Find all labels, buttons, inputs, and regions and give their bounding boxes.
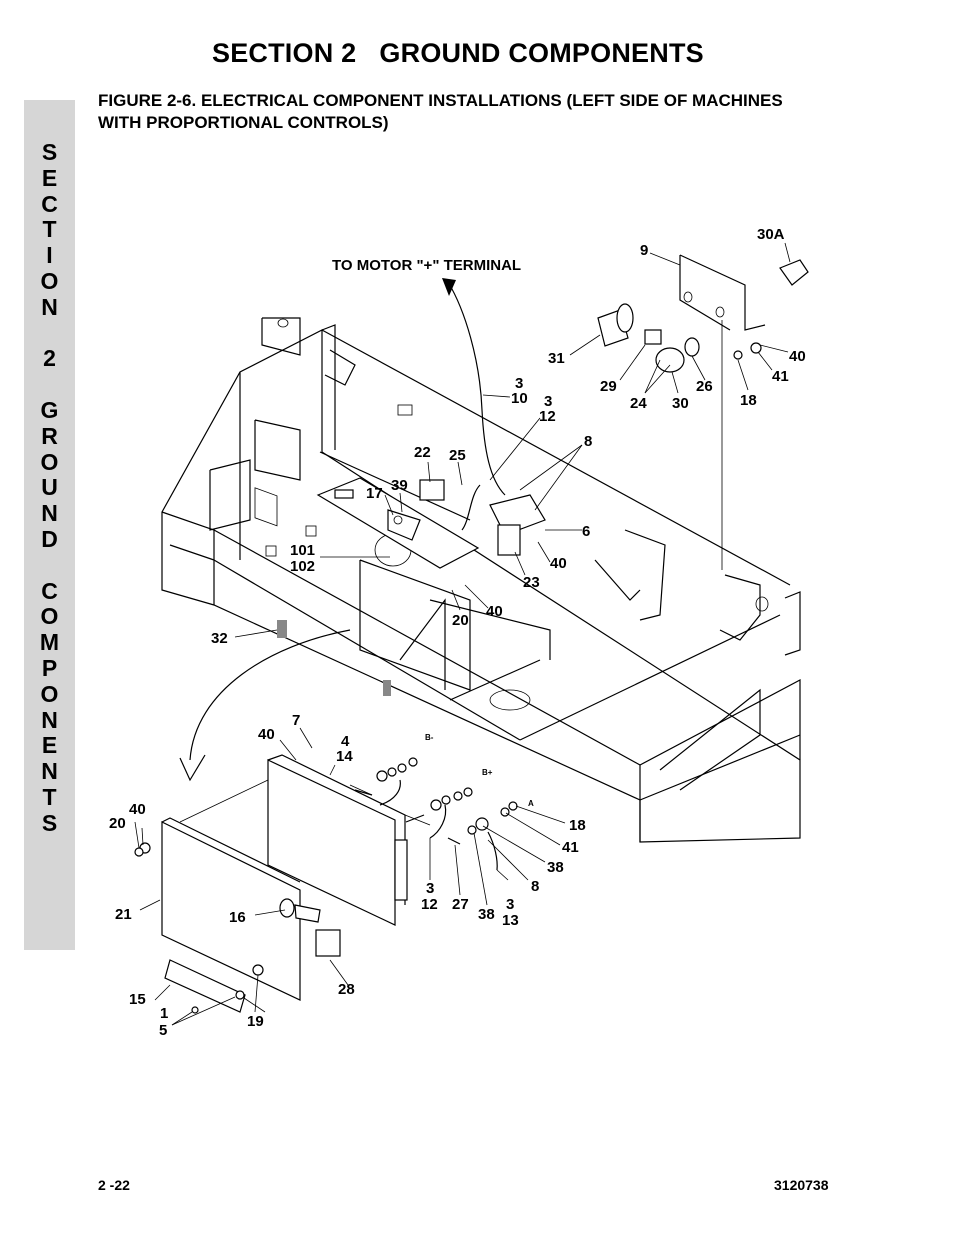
side-tab-letter: E	[41, 164, 58, 191]
callout: 40	[129, 801, 146, 818]
callout: 17	[366, 485, 383, 502]
callout: 16	[229, 909, 246, 926]
callout: 31	[548, 350, 565, 367]
callout: 3	[544, 393, 552, 410]
callout: 24	[630, 395, 647, 412]
callout: 18	[740, 392, 757, 409]
relay-mounting-plate	[316, 477, 546, 569]
side-tab-letter: I	[46, 242, 53, 269]
callout: 13	[502, 912, 519, 929]
callout: 40	[258, 726, 275, 743]
callout: 40	[486, 603, 503, 620]
callout: 29	[600, 378, 617, 395]
side-tab-letter: P	[41, 654, 58, 681]
callout: 14	[336, 748, 353, 765]
callout: 27	[452, 896, 469, 913]
side-tab-letter: O	[40, 448, 59, 475]
callout: 20	[109, 815, 126, 832]
terminal-label: A	[528, 799, 534, 808]
callout: 8	[531, 878, 539, 895]
callout: 6	[582, 523, 590, 540]
switch-bracket	[597, 254, 809, 373]
callout: 101	[290, 542, 315, 559]
terminal-label: B+	[482, 768, 493, 777]
document-number: 3120738	[774, 1177, 829, 1193]
callout: 21	[115, 906, 132, 923]
figure-title: FIGURE 2-6. ELECTRICAL COMPONENT INSTALL…	[98, 91, 783, 132]
terminal-label: B-	[425, 733, 434, 742]
callout: 3	[426, 880, 434, 897]
section-title: SECTION 2 GROUND COMPONENTS	[212, 38, 704, 68]
callout: 15	[129, 991, 146, 1008]
callout: 28	[338, 981, 355, 998]
side-tab-letter: N	[41, 293, 58, 320]
side-tab-letter: M	[39, 629, 60, 656]
callout: 41	[562, 839, 579, 856]
chassis-frame	[161, 317, 801, 843]
page-number: 2 -22	[98, 1177, 130, 1193]
diagram-note: TO MOTOR "+" TERMINAL	[332, 257, 521, 274]
callout: 3	[515, 375, 523, 392]
side-tab-letter: 2	[43, 345, 56, 372]
callout: 22	[414, 444, 431, 461]
side-tab-letter: U	[41, 474, 58, 501]
callout: 10	[511, 390, 528, 407]
callout: 32	[211, 630, 228, 647]
callout: 26	[696, 378, 713, 395]
side-tab-letter: O	[40, 680, 59, 707]
callout: 1	[160, 1005, 168, 1022]
callout: 9	[640, 242, 648, 259]
callout: 12	[421, 896, 438, 913]
callout: 3	[506, 896, 514, 913]
side-tab-letter: G	[40, 396, 59, 423]
callout: 5	[159, 1022, 167, 1039]
callout: 8	[584, 433, 592, 450]
callout: 38	[478, 906, 495, 923]
side-tab-letter: T	[42, 216, 57, 243]
terminal-labels: B- B+ A	[425, 733, 534, 808]
callout: 30A	[757, 226, 785, 243]
side-tab-letter: O	[40, 603, 59, 630]
callout-labels: 9 30A 31 29 24 30 26 18 40 41 3 10 3 12 …	[109, 226, 806, 1039]
side-tab-letter: C	[41, 190, 58, 217]
side-tab-letter: E	[41, 732, 58, 759]
side-tab-letter: N	[41, 500, 58, 527]
callout: 39	[391, 477, 408, 494]
side-tab-letter: N	[41, 706, 58, 733]
callout: 7	[292, 712, 300, 729]
side-tab-letter: N	[41, 758, 58, 785]
side-tab-letter: S	[41, 809, 58, 836]
side-tab-letter: S	[41, 139, 58, 165]
callout: 20	[452, 612, 469, 629]
callout: 19	[247, 1013, 264, 1030]
side-tab-letter: T	[42, 783, 57, 810]
callout: 12	[539, 408, 556, 425]
motor-terminal-note: TO MOTOR "+" TERMINAL	[332, 257, 521, 274]
callout: 40	[789, 348, 806, 365]
side-tab-letter: R	[41, 422, 58, 449]
panel-cover	[134, 817, 341, 1014]
callout: 41	[772, 368, 789, 385]
callout: 102	[290, 558, 315, 575]
side-tab-letter: O	[40, 267, 59, 294]
callout: 38	[547, 859, 564, 876]
callout: 23	[523, 574, 540, 591]
controller-module	[267, 754, 431, 926]
callout: 40	[550, 555, 567, 572]
side-tab-letter: C	[41, 577, 58, 604]
terminal-hardware	[354, 757, 518, 871]
callout: 4	[341, 733, 350, 750]
leader-lines	[134, 242, 791, 1026]
side-tab-letter: D	[41, 525, 58, 552]
callout: 18	[569, 817, 586, 834]
callout: 30	[672, 395, 689, 412]
callout: 25	[449, 447, 466, 464]
